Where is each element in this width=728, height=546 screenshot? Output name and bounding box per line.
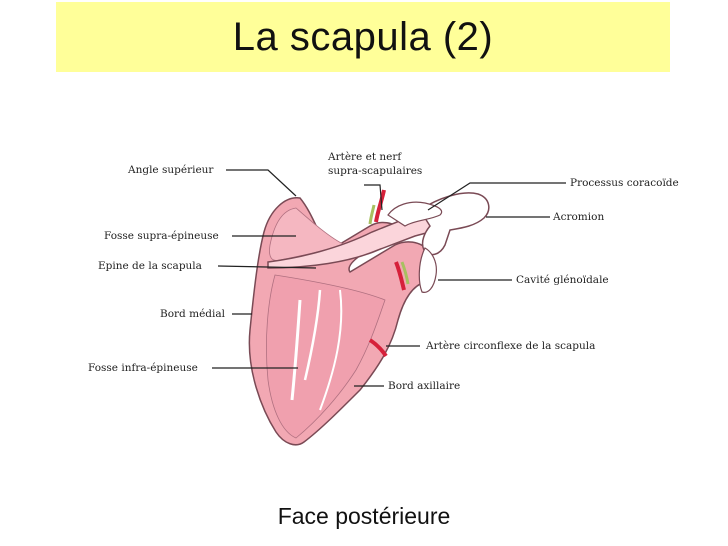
suprascapular-nerve-lower [400,261,410,285]
acromion [418,192,490,256]
leader-angle-superieur [226,169,297,197]
suprascapular-nerve [368,204,376,225]
label-artere-nerf-line2: supra-scapulaires [328,165,423,177]
leader-artere-nerf [364,184,383,211]
suprascapular-artery-lower [394,261,406,291]
label-acromion: Acromion [553,211,605,223]
infraspinous-fossa [266,274,386,439]
label-processus-coracoide: Processus coracoïde [570,177,679,189]
label-fosse-supra-epineuse: Fosse supra-épineuse [104,230,219,242]
label-bord-axillaire: Bord axillaire [388,380,461,392]
figure-caption: Face postérieure [277,503,451,529]
leader-lines [212,169,566,387]
page-title: La scapula (2) [232,14,494,59]
ridge-line [319,289,343,411]
label-epine-scapula: Epine de la scapula [98,260,202,272]
ridge-line [303,289,322,381]
glenoid-cavity [418,247,437,293]
label-bord-medial: Bord médial [160,308,225,320]
label-cavite-glenoidale: Cavité glénoïdale [516,274,609,286]
title-bar: La scapula (2) [56,2,670,72]
coracoid-process [387,201,443,227]
circumflex-artery [368,338,388,358]
label-angle-superieur: Angle supérieur [128,164,214,176]
ridge-line [290,299,302,401]
leader-processus-coracoide [427,182,566,211]
suprascapular-artery [374,189,386,223]
label-artere-nerf-line1: Artère et nerf [328,151,402,163]
label-fosse-infra-epineuse: Fosse infra-épineuse [88,362,198,374]
label-artere-circonflexe: Artère circonflexe de la scapula [426,340,596,352]
leader-epine [217,265,317,269]
